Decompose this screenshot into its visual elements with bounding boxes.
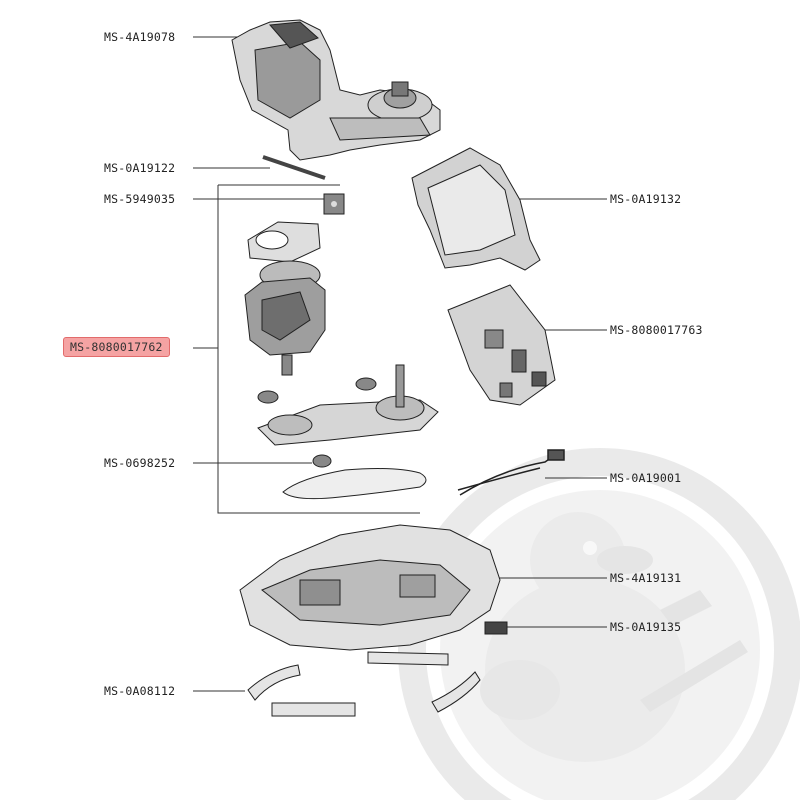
feet-strips-part [247, 651, 481, 717]
control-board-part [447, 284, 556, 406]
part-label-MS-0A19135[interactable]: MS-0A19135 [610, 620, 682, 634]
part-label-MS-0A19001[interactable]: MS-0A19001 [610, 471, 682, 485]
duck-watermark-logo [398, 448, 800, 804]
belt-part [282, 454, 427, 500]
base-part [239, 524, 501, 651]
switch-part [484, 621, 508, 635]
part-label-MS-0698252[interactable]: MS-0698252 [104, 456, 176, 470]
part-label-MS-0A19132[interactable]: MS-0A19132 [610, 192, 682, 206]
sensor-part [323, 193, 345, 215]
bracket-part [411, 147, 541, 271]
part-label-MS-8080017763[interactable]: MS-8080017763 [610, 323, 703, 337]
part-label-MS-5949035[interactable]: MS-5949035 [104, 192, 176, 206]
part-label-MS-4A19131[interactable]: MS-4A19131 [610, 571, 682, 585]
gearbox-housing-part [231, 19, 441, 161]
part-label-MS-0A19122[interactable]: MS-0A19122 [104, 161, 176, 175]
power-cord-part [457, 449, 565, 496]
part-label-MS-4A19078[interactable]: MS-4A19078 [104, 30, 176, 44]
spring-part [262, 155, 326, 180]
motor-assembly-part [244, 221, 326, 376]
leader-lines [193, 36, 607, 692]
part-label-MS-8080017762-highlighted[interactable]: MS-8080017762 [63, 337, 170, 357]
gear-plate-part [257, 364, 439, 446]
part-label-MS-0A08112[interactable]: MS-0A08112 [104, 684, 176, 698]
